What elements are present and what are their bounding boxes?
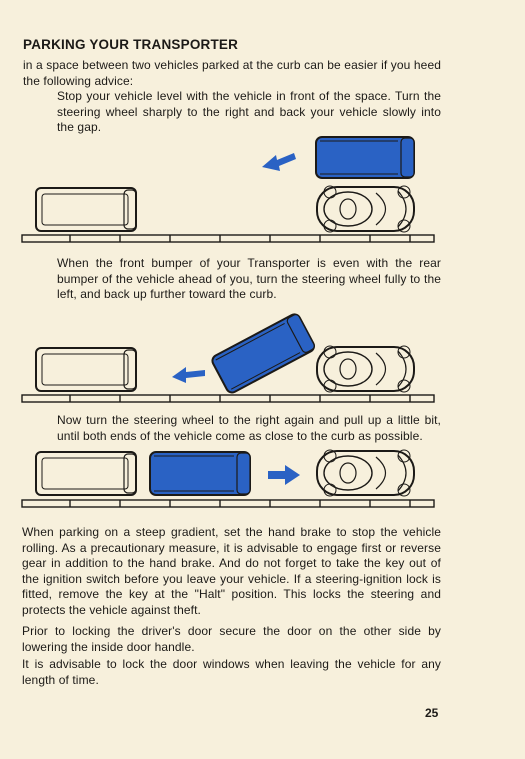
page-number: 25 xyxy=(425,706,439,720)
parked-van-outline-icon xyxy=(35,451,137,496)
step1-paragraph: Stop your vehicle level with the vehicle… xyxy=(57,89,441,134)
beetle-car-icon xyxy=(316,345,415,393)
page-title: PARKING YOUR TRANSPORTER xyxy=(23,37,239,52)
gradient-paragraph: When parking on a steep gradient, set th… xyxy=(22,525,441,617)
beetle-car-icon xyxy=(316,449,415,497)
step3-paragraph: Now turn the steering wheel to the right… xyxy=(57,413,441,443)
direction-arrow-icon xyxy=(172,367,205,383)
transporter-blue-icon xyxy=(315,136,415,179)
parking-step2-diagram xyxy=(21,313,435,403)
parking-step1-diagram xyxy=(21,136,435,243)
curb-line xyxy=(21,234,435,243)
intro-paragraph: in a space between two vehicles parked a… xyxy=(23,58,441,88)
curb-line xyxy=(21,394,435,403)
transporter-blue-icon xyxy=(211,313,316,394)
windows-paragraph: It is advisable to lock the door windows… xyxy=(22,657,441,687)
parked-van-outline-icon xyxy=(35,347,137,392)
parked-van-outline-icon xyxy=(35,187,137,232)
transporter-blue-icon xyxy=(149,451,251,496)
step2-paragraph: When the front bumper of your Transporte… xyxy=(57,256,441,301)
curb-line xyxy=(21,499,435,508)
beetle-car-icon xyxy=(316,185,415,233)
parking-step3-diagram xyxy=(21,449,435,508)
locking-paragraph: Prior to locking the driver's door secur… xyxy=(22,624,441,654)
direction-arrow-icon xyxy=(268,465,300,485)
direction-arrow-icon xyxy=(262,153,296,171)
